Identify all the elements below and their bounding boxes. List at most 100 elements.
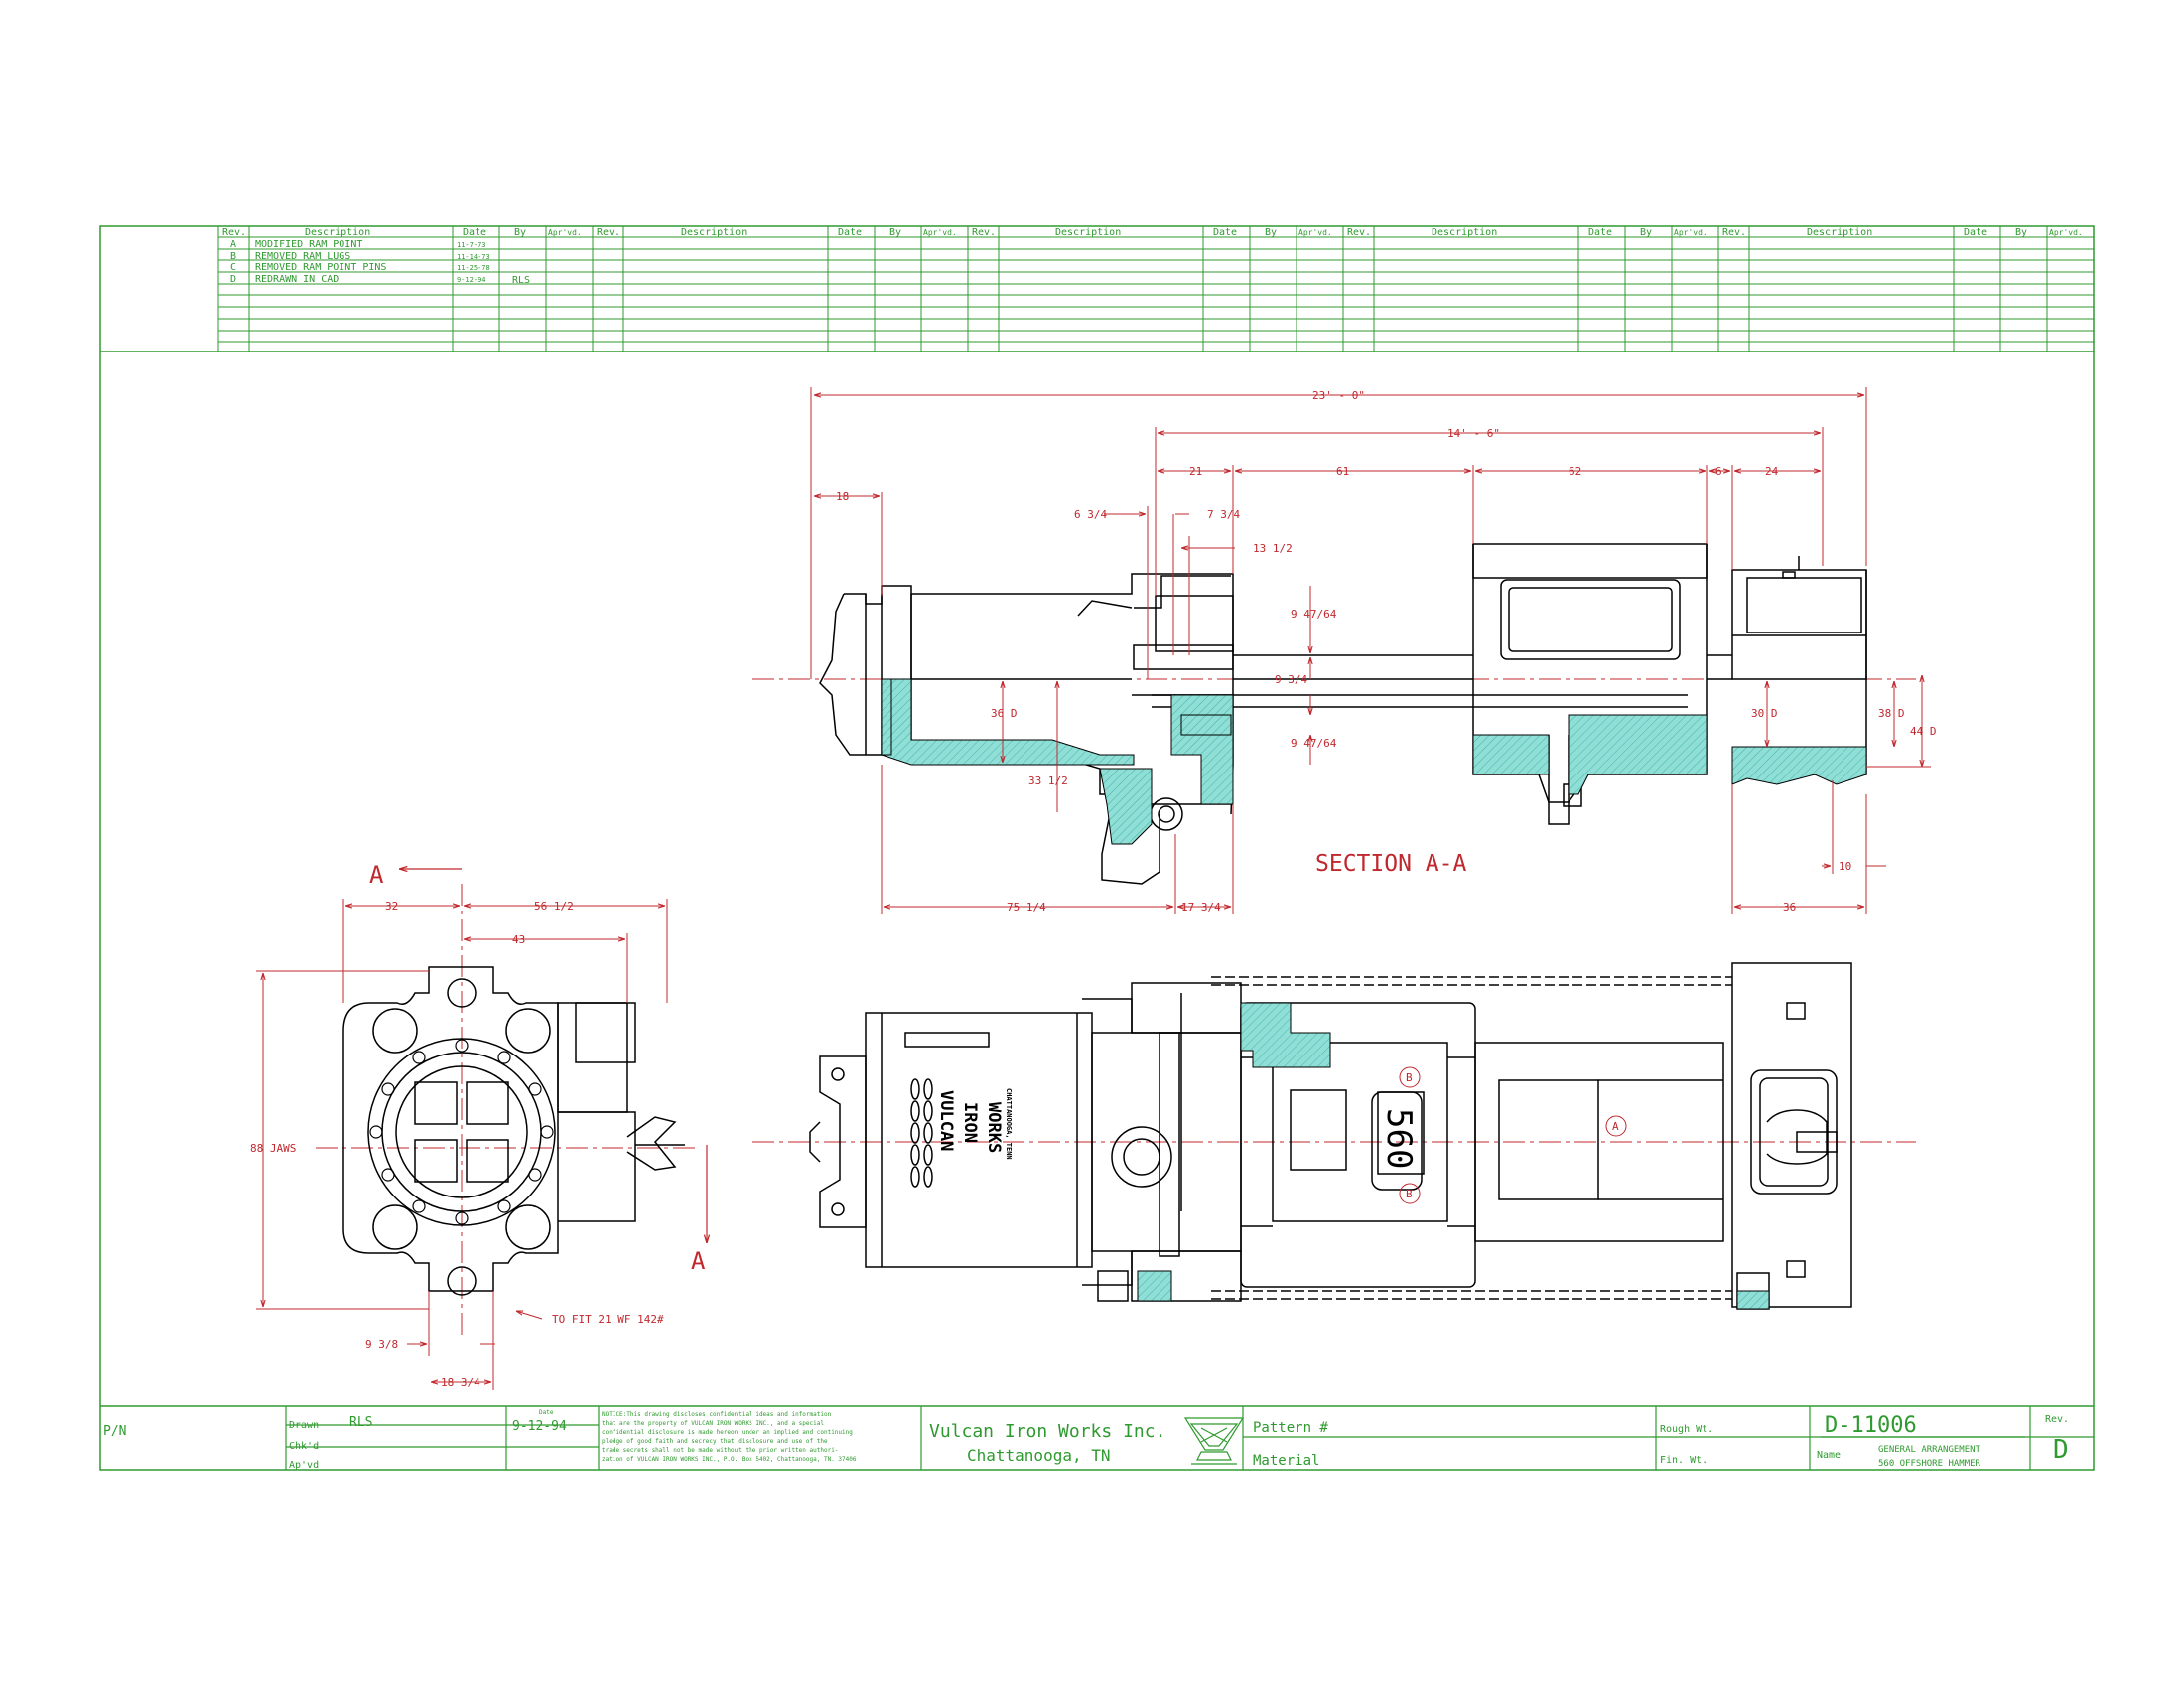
section-view: 23' - 0" 14' - 6" 21 61 62 6 24 18 6 3/4… <box>752 387 1937 914</box>
dim-33-1-2: 33 1/2 <box>1028 774 1068 787</box>
dim-7-3-4: 7 3/4 <box>1207 508 1240 521</box>
rev-letter: B <box>230 251 236 262</box>
rev-header: Rev. <box>222 227 246 238</box>
dim-24: 24 <box>1765 465 1779 478</box>
notice-line: confidential disclosure is made hereon u… <box>602 1429 853 1436</box>
notice-line: trade secrets shall not be made without … <box>602 1447 838 1454</box>
dim-10: 10 <box>1839 860 1851 873</box>
vulcan-logo <box>1183 1417 1245 1465</box>
sheet-border <box>99 225 2095 1471</box>
brand-line-3: WORKS <box>984 1102 1004 1153</box>
drawing-name-line-1: GENERAL ARRANGEMENT <box>1878 1445 1981 1455</box>
date-header: Date <box>463 227 486 238</box>
description-header: Description <box>681 227 747 238</box>
brand-city: CHATTANOOGA, TENN <box>1005 1088 1013 1160</box>
rev-description: MODIFIED RAM POINT <box>255 239 362 250</box>
rev-value: D <box>2053 1435 2069 1465</box>
rev-header: Rev. <box>1347 227 1371 238</box>
finished-weight-label: Fin. Wt. <box>1660 1455 1707 1466</box>
dim-9-3-8: 9 3/8 <box>365 1338 398 1351</box>
drawing-name-line-2: 560 OFFSHORE HAMMER <box>1878 1459 1981 1469</box>
notice-line: zation of VULCAN IRON WORKS INC., P.O. B… <box>602 1456 857 1463</box>
balloon-b-bottom: B <box>1406 1188 1413 1200</box>
date-label: Date <box>539 1409 554 1416</box>
notice-line: that are the property of VULCAN IRON WOR… <box>602 1420 824 1427</box>
section-dimension-labels: 23' - 0" 14' - 6" 21 61 62 6 24 18 6 3/4… <box>836 389 1937 914</box>
reference-balloons: B A B <box>1406 1071 1619 1200</box>
rev-header: Rev. <box>1722 227 1746 238</box>
chkd-label: Chk'd <box>289 1441 319 1452</box>
dim-61: 61 <box>1336 465 1349 478</box>
dim-36: 36 <box>1783 901 1796 914</box>
date-header: Date <box>1588 227 1612 238</box>
by-header: By <box>889 227 901 238</box>
rev-label: Rev. <box>2045 1414 2069 1425</box>
dim-44-d: 44 D <box>1910 725 1937 738</box>
date-header: Date <box>1964 227 1987 238</box>
plan-hatch <box>1137 1002 1770 1310</box>
dim-14-6: 14' - 6" <box>1447 427 1500 440</box>
end-view-outline <box>342 966 685 1296</box>
end-view-dimension-labels: 32 56 1/2 43 88 JAWS 9 3/8 18 3/4 TO FIT… <box>250 900 664 1389</box>
dim-18-3-4: 18 3/4 <box>441 1376 480 1389</box>
dim-21: 21 <box>1189 465 1202 478</box>
rev-description: REMOVED RAM LUGS <box>255 251 350 262</box>
description-header: Description <box>1432 227 1497 238</box>
dim-9-47-64-bottom: 9 47/64 <box>1291 737 1337 750</box>
rev-date: 11-14-73 <box>457 253 490 261</box>
confidentiality-notice: NOTICE:This drawing discloses confidenti… <box>602 1411 857 1463</box>
dim-17-3-4: 17 3/4 <box>1181 901 1221 914</box>
section-dimension-lines <box>810 387 1931 914</box>
section-outline <box>819 543 1867 885</box>
date-value: 9-12-94 <box>512 1419 567 1434</box>
name-label: Name <box>1817 1450 1841 1461</box>
notice-line: NOTICE:This drawing discloses confidenti… <box>602 1411 832 1418</box>
rev-header: Rev. <box>597 227 620 238</box>
company-name: Vulcan Iron Works Inc. <box>929 1421 1165 1442</box>
rev-letter: A <box>230 239 236 250</box>
rough-weight-label: Rough Wt. <box>1660 1424 1713 1435</box>
rev-letter: D <box>230 274 236 285</box>
date-header: Date <box>1213 227 1237 238</box>
title-block: P/N Drawn RLS Chk'd Ap'vd Date 9-12-94 N… <box>103 1406 2094 1471</box>
rev-description: REMOVED RAM POINT PINS <box>255 262 386 273</box>
brand-lettering: VULCAN IRON WORKS CHATTANOOGA, TENN <box>936 1088 1013 1160</box>
description-header: Description <box>1807 227 1872 238</box>
rev-date: 9-12-94 <box>457 276 486 284</box>
by-header: By <box>1640 227 1652 238</box>
section-marker-top: A <box>369 861 384 889</box>
company-city: Chattanooga, TN <box>967 1446 1111 1465</box>
dim-18: 18 <box>836 491 849 503</box>
pattern-label: Pattern # <box>1253 1420 1328 1436</box>
balloon-a: A <box>1612 1120 1619 1133</box>
revision-block: Rev. Description Date By Apr'vd. Rev. De… <box>217 226 2094 352</box>
rev-letter: C <box>230 262 236 273</box>
fit-note: TO FIT 21 WF 142# <box>552 1313 664 1326</box>
aprvd-header: Apr'vd. <box>2049 228 2083 237</box>
end-view: A A 32 56 1/2 43 88 JAWS 9 3/8 18 <box>250 861 707 1390</box>
plan-view: VULCAN IRON WORKS CHATTANOOGA, TENN 560 … <box>752 962 1916 1310</box>
aprvd-header: Apr'vd. <box>1298 228 1332 237</box>
brand-line-2: IRON <box>960 1102 980 1143</box>
model-plate-number: 560 <box>1379 1108 1419 1169</box>
balloon-b-top: B <box>1406 1071 1413 1084</box>
aprvd-header: Apr'vd. <box>923 228 957 237</box>
aprvd-header: Apr'vd. <box>1674 228 1707 237</box>
dim-88-jaws: 88 JAWS <box>250 1142 296 1155</box>
section-marker-bottom: A <box>691 1247 706 1275</box>
dim-36-d: 36 D <box>991 707 1018 720</box>
date-header: Date <box>838 227 862 238</box>
aprvd-label: Ap'vd <box>289 1460 319 1471</box>
notice-line: pledge of good faith and secrecy that di… <box>602 1438 828 1445</box>
vent-slots <box>910 1078 933 1188</box>
rev-header: Rev. <box>972 227 996 238</box>
dim-overall-length: 23' - 0" <box>1312 389 1365 402</box>
rev-description: REDRAWN IN CAD <box>255 274 339 285</box>
dim-6-3-4: 6 3/4 <box>1074 508 1107 521</box>
drawn-label: Drawn <box>289 1420 319 1431</box>
section-hatch <box>881 678 1867 845</box>
dim-56-1-2: 56 1/2 <box>534 900 574 913</box>
model-plate: 560 <box>1377 1091 1425 1175</box>
pn-label: P/N <box>103 1424 126 1439</box>
